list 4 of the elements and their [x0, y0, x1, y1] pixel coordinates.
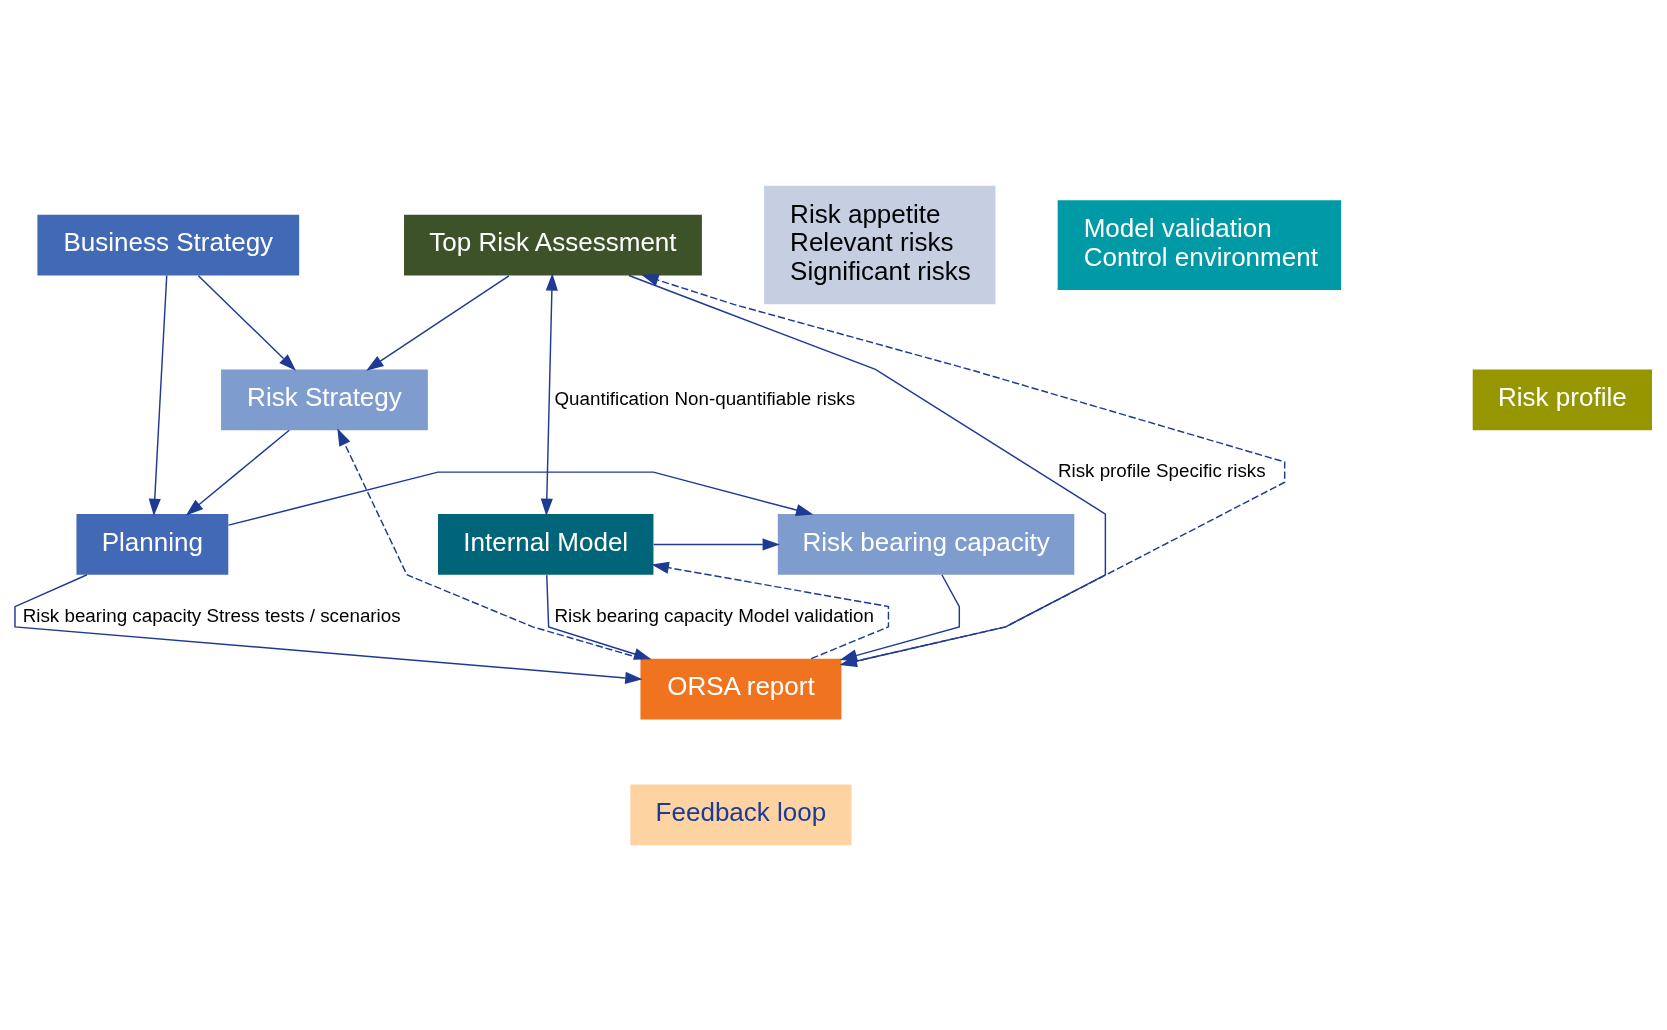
edge-label: Risk profile Specific risks [1057, 459, 1266, 481]
edge-label: Risk bearing capacity Stress tests / scenarios [22, 604, 401, 626]
edge-label: Quantification Non-quantifiable risks [554, 387, 856, 409]
edge-label: Risk bearing capacity Model validation [554, 604, 874, 626]
